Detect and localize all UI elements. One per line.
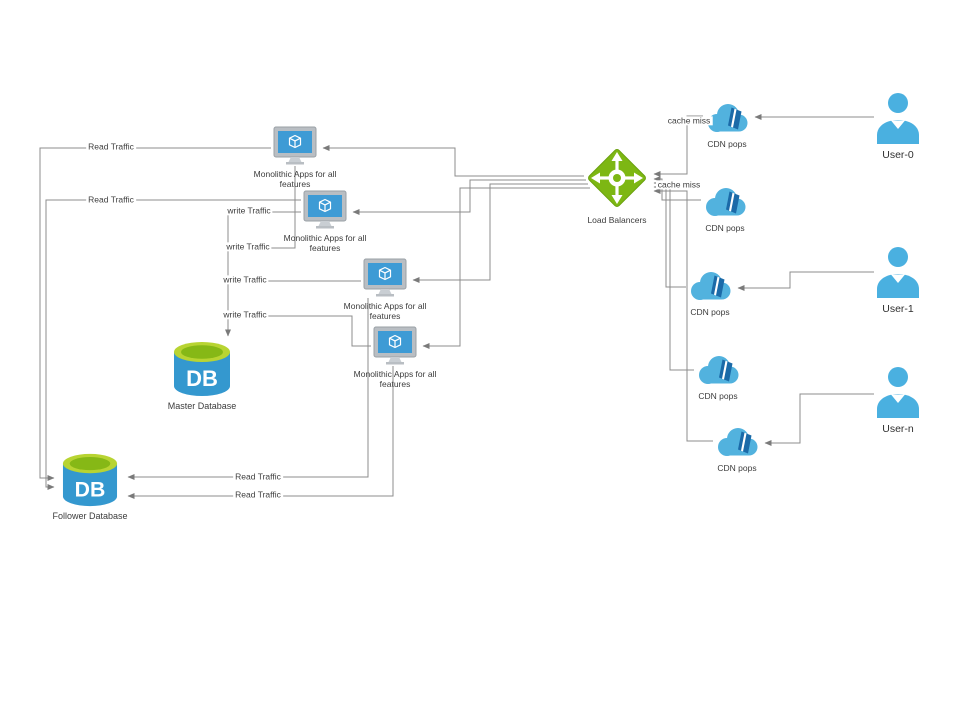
user-icon [877,247,919,298]
node-label: Master Database [167,401,237,411]
node-label: CDN pops [705,223,745,233]
node-cdn-pop-3: CDN pops [675,268,745,317]
database-icon: DB [62,453,118,507]
database-icon: DB [174,342,230,396]
node-label: CDN pops [690,307,730,317]
cdn-cloud-icon [691,272,731,300]
connector-lb-to-app-3 [412,183,588,283]
connector-read-traffic-2 [45,199,301,490]
node-label: Load Balancers [587,215,647,225]
db-text: DB [75,477,106,501]
node-label: CDN pops [707,139,747,149]
edge-label-write-traffic-2: write Traffic [224,241,272,252]
node-label: User-n [882,423,914,435]
node-label: Follower Database [52,511,128,521]
connector-cdn5-to-lb [653,188,713,442]
cdn-cloud-icon [706,188,746,216]
edge-label-write-traffic-3: write Traffic [221,274,269,285]
connector-user1-to-cdn3 [737,271,874,291]
edge-label-read-traffic-2: Read Traffic [86,194,136,205]
edge-label-write-traffic-4: write Traffic [221,309,269,320]
connector-lb-to-app-2 [352,179,586,215]
node-label: Monolithic Apps for all features [283,233,367,254]
node-load-balancer: Load Balancers [567,145,667,225]
cdn-cloud-icon [708,104,748,132]
node-monolithic-app-1: Monolithic Apps for all features [250,126,340,189]
node-cdn-pop-4: CDN pops [683,352,753,401]
node-monolithic-app-3: Monolithic Apps for all features [340,258,430,321]
node-monolithic-app-4: Monolithic Apps for all features [350,326,440,389]
user-icon [877,93,919,144]
node-label: CDN pops [698,391,738,401]
load-balancer-icon [588,149,646,207]
edge-label-cache-miss-1: cache miss [665,115,713,126]
node-label: Monolithic Apps for all features [343,301,427,322]
connector-usern-to-cdn5 [764,393,874,446]
edge-label-read-traffic-3: Read Traffic [233,471,283,482]
node-follower-database: DB Follower Database [45,452,135,522]
connector-read-traffic-3 [127,298,369,480]
node-user-1: User-1 [863,246,933,316]
node-label: User-0 [882,149,914,161]
vm-monitor-icon [303,190,347,229]
connector-write-traffic-4 [228,315,371,347]
node-user-n: User-n [863,366,933,436]
vm-monitor-icon [273,126,317,165]
node-master-database: DB Master Database [157,340,247,412]
connector-lb-to-app-1 [322,145,584,177]
node-cdn-pop-2: CDN pops [690,184,760,233]
node-label: Monolithic Apps for all features [253,169,337,190]
vm-monitor-icon [373,326,417,365]
connector-read-traffic-4 [127,366,394,499]
node-label: User-1 [882,303,914,315]
node-cdn-pop-1: CDN pops [692,100,762,149]
node-user-0: User-0 [863,92,933,162]
connector-lb-to-app-4 [422,187,590,349]
db-text: DB [186,366,218,391]
edge-label-read-traffic-1: Read Traffic [86,141,136,152]
edge-label-cache-miss-2: cache miss [655,179,703,190]
vm-monitor-icon [363,258,407,297]
cdn-cloud-icon [699,356,739,384]
node-label: CDN pops [717,463,757,473]
connector-read-traffic-1 [39,147,271,481]
node-monolithic-app-2: Monolithic Apps for all features [280,190,370,253]
node-label: Monolithic Apps for all features [353,369,437,390]
cdn-cloud-icon [718,428,758,456]
user-icon [877,367,919,418]
node-cdn-pop-5: CDN pops [702,424,772,473]
connector-cdn1-to-lb [653,115,703,177]
edge-label-write-traffic-1: write Traffic [225,205,273,216]
edge-label-read-traffic-4: Read Traffic [233,489,283,500]
